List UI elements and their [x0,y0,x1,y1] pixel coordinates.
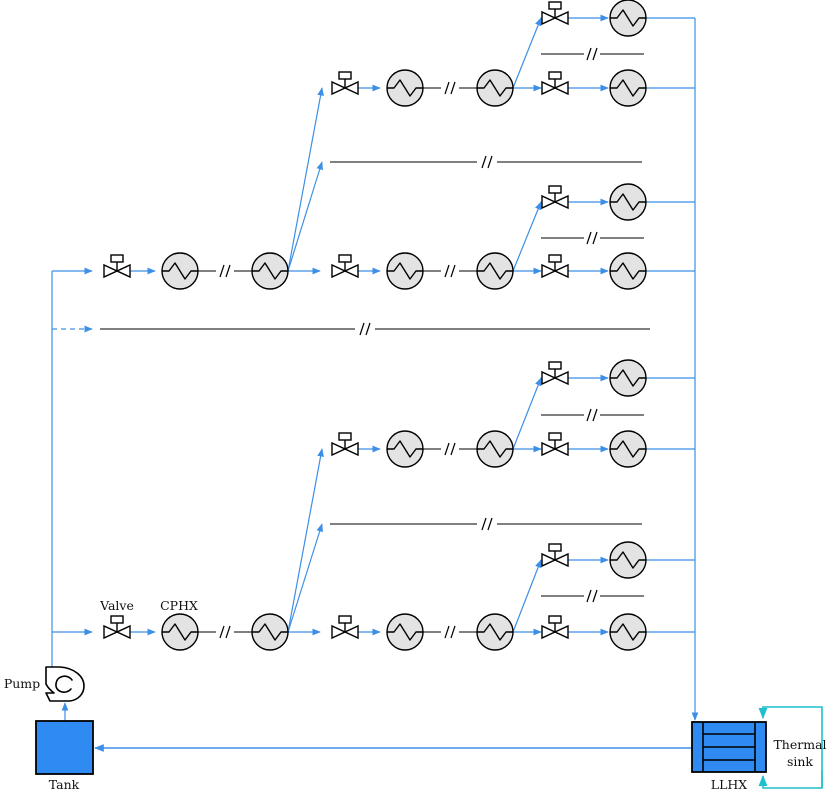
heat-exchanger-icon [386,252,424,290]
tank-label: Tank [49,777,80,792]
valve-icon [541,543,569,568]
heat-exchanger-icon [476,430,514,468]
flow-lines [51,14,823,789]
heat-exchanger-icon [609,183,647,221]
llhx-label: LLHX [711,777,748,792]
valve-icon [541,185,569,210]
line-break-icon [359,322,371,336]
valve-icon [541,432,569,457]
components [35,0,767,775]
valve-icon [331,615,359,640]
heat-exchanger-icon [609,541,647,579]
heat-exchanger-icon [609,613,647,651]
pump-icon [45,666,85,702]
valve-icon [103,254,131,279]
heat-exchanger-icon [476,613,514,651]
thermal-sink-loop-in [758,706,823,788]
flow-line [287,523,323,633]
line-break-icon [481,155,493,169]
line-break-icon [444,81,456,95]
heat-exchanger-icon [609,430,647,468]
llhx [691,721,767,773]
valve-icon [541,71,569,96]
valve-icon [541,1,569,26]
flow-line [512,17,542,89]
heat-exchanger-icon [161,613,199,651]
heat-exchanger-icon [251,252,289,290]
valve-icon [103,615,131,640]
line-breaks [100,47,650,639]
heat-exchanger-icon [251,613,289,651]
line-break-icon [586,408,598,422]
flow-line [287,87,324,272]
heat-exchanger-icon [386,613,424,651]
thermal-sink-loop-out [758,770,823,789]
heat-exchanger-icon [161,252,199,290]
valve-icon [331,254,359,279]
valve-icon [541,254,569,279]
pump-label: Pump [4,676,40,691]
line-break-icon [444,264,456,278]
flow-line [512,201,542,272]
heat-exchanger-icon [609,359,647,397]
valve-label: Valve [99,598,134,613]
line-break-icon [219,625,231,639]
thermal-sink-label-line1: Thermal [773,737,826,752]
valve-icon [331,432,359,457]
line-break-icon [586,589,598,603]
flow-line [512,559,542,633]
heat-exchanger-icon [386,69,424,107]
heat-exchanger-icon [476,252,514,290]
valve-icon [331,71,359,96]
tank [35,720,94,775]
line-break-icon [444,442,456,456]
flow-line [287,448,324,633]
heat-exchanger-icon [609,0,647,37]
heat-exchanger-icon [609,69,647,107]
labels: Valve CPHX Pump Tank LLHX Thermal sink [4,598,827,792]
heat-exchanger-icon [609,252,647,290]
line-break-icon [481,517,493,531]
heat-exchanger-icon [386,430,424,468]
line-break-icon [444,625,456,639]
valve-icon [541,615,569,640]
valve-icon [541,361,569,386]
heat-exchanger-icon [476,69,514,107]
thermal-sink-label-line2: sink [787,754,813,769]
flow-line [512,377,542,450]
flow-line [287,161,323,272]
line-break-icon [219,264,231,278]
cphx-label: CPHX [160,598,198,613]
line-break-icon [586,47,598,61]
line-break-icon [586,231,598,245]
